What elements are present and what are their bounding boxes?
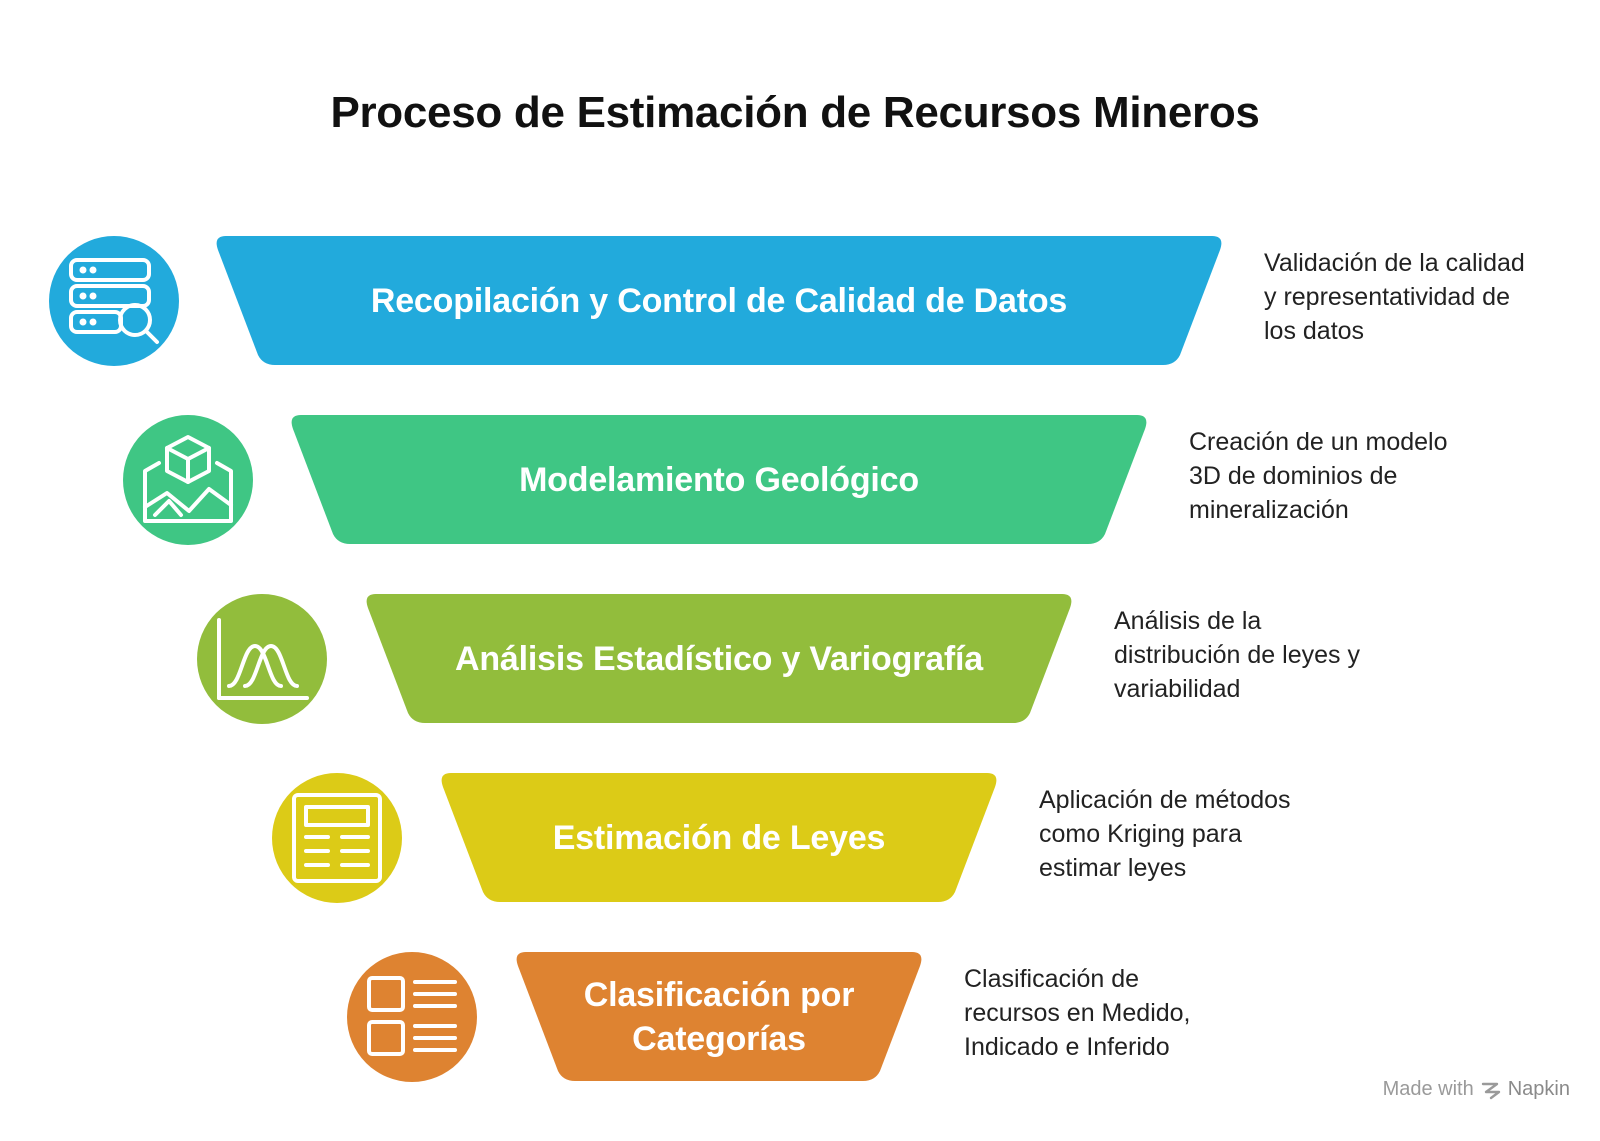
footer-prefix: Made with (1382, 1078, 1474, 1100)
napkin-logo-icon (1481, 1082, 1500, 1099)
stage-4-description: Aplicación de métodos como Kriging para … (1039, 786, 1291, 882)
stage-5-label: Clasificación por Categorías (583, 975, 855, 1058)
database-search-icon (69, 258, 159, 344)
funnel-band-3 (366, 594, 1072, 723)
page-title: Proceso de Estimación de Recursos Minero… (330, 88, 1260, 137)
stage-5-description: Clasificación de recursos en Medido, Ind… (964, 965, 1191, 1061)
funnel-band-1 (216, 236, 1222, 365)
stage-4-icon-circle (272, 773, 402, 903)
stage-3-label: Análisis Estadístico y Variografía (455, 639, 983, 678)
stage-4-label: Estimación de Leyes (552, 818, 886, 857)
stage-2-icon-circle (123, 415, 253, 545)
distribution-chart-icon (217, 618, 309, 700)
made-with-napkin-badge[interactable]: Made with Napkin (1383, 1078, 1570, 1101)
document-layout-icon (292, 793, 382, 883)
stage-5-icon-circle (347, 952, 477, 1082)
stage-1-icon-circle (49, 236, 179, 366)
stage-1-description: Validación de la calidad y representativ… (1264, 249, 1525, 345)
stage-3-description: Análisis de la distribución de leyes y v… (1114, 607, 1360, 703)
stage-2-label: Modelamiento Geológico (519, 460, 919, 499)
footer-brand: Napkin (1507, 1078, 1570, 1100)
stage-1-label: Recopilación y Control de Calidad de Dat… (370, 281, 1068, 320)
cube-map-icon (143, 435, 233, 523)
stage-2-description: Creación de un modelo 3D de dominios de … (1189, 428, 1448, 524)
checklist-icon (367, 976, 457, 1056)
funnel-band-4 (441, 773, 997, 902)
funnel-band-2 (291, 415, 1147, 544)
funnel-band-5 (516, 952, 922, 1081)
stage-3-icon-circle (197, 594, 327, 724)
